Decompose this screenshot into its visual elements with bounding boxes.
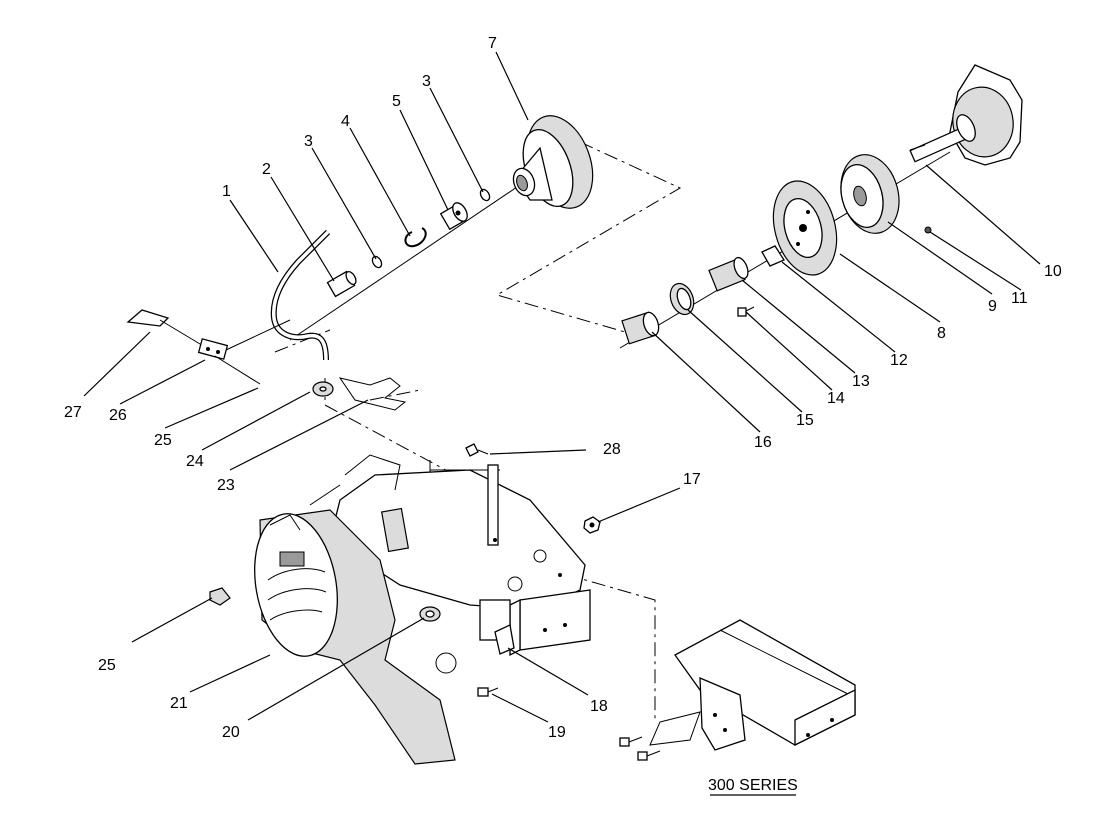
nut-17-part xyxy=(583,516,601,534)
inset-bolt-1 xyxy=(619,736,643,747)
callout-4: 4 xyxy=(341,113,350,130)
callout-21: 21 xyxy=(170,695,188,712)
callout-25b: 25 xyxy=(98,657,116,674)
callout-23: 23 xyxy=(217,477,235,494)
washer-24-part xyxy=(312,381,334,397)
bolt-28-part xyxy=(465,443,489,457)
key-part xyxy=(924,226,932,234)
lever-rod xyxy=(270,229,331,361)
ring-3a-part xyxy=(371,255,383,269)
callout-1: 1 xyxy=(222,183,231,200)
snap-ring-part xyxy=(404,227,427,248)
callout-17: 17 xyxy=(683,471,701,488)
series-label: 300 SERIES xyxy=(708,777,798,794)
ring-3b-part xyxy=(479,188,491,202)
callout-14: 14 xyxy=(827,390,845,407)
callout-10: 10 xyxy=(1044,263,1062,280)
collar-part xyxy=(439,202,468,231)
large-pulley-part xyxy=(512,115,594,209)
main-frame-part xyxy=(309,454,591,657)
cap-part xyxy=(435,652,457,674)
leader-lines xyxy=(83,51,1041,796)
callout-5: 5 xyxy=(392,93,401,110)
bracket-23-part xyxy=(338,377,407,411)
callout-2: 2 xyxy=(262,161,271,178)
callout-11: 11 xyxy=(1011,290,1028,307)
knob-25-part xyxy=(209,587,231,606)
callout-7: 7 xyxy=(488,35,497,52)
callout-3a: 3 xyxy=(304,133,313,150)
callout-19: 19 xyxy=(548,724,566,741)
drive-pulley-part xyxy=(840,154,900,234)
callout-13: 13 xyxy=(852,373,870,390)
callout-27: 27 xyxy=(64,404,82,421)
bearing-sleeve-part xyxy=(621,311,660,345)
shaft-axis-left xyxy=(289,184,521,341)
housing-chute-part xyxy=(254,509,456,765)
callout-26: 26 xyxy=(109,407,127,424)
screw-14-part xyxy=(737,306,755,317)
lever-rod-inner xyxy=(271,230,330,361)
bracket-18-part xyxy=(494,624,515,655)
linkage-part xyxy=(126,309,291,385)
callout-8: 8 xyxy=(937,325,946,342)
callout-20: 20 xyxy=(222,724,240,741)
sleeve-part xyxy=(708,256,749,292)
bracket-12-part xyxy=(761,245,785,267)
callout-18: 18 xyxy=(590,698,608,715)
callout-15: 15 xyxy=(796,412,814,429)
spacer-ring-part xyxy=(669,282,695,316)
washer-20-part xyxy=(419,606,441,622)
bushing-part xyxy=(326,270,357,298)
callout-3b: 3 xyxy=(422,73,431,90)
bolt-19-part xyxy=(477,687,499,697)
engine-housing-part xyxy=(909,64,1023,166)
series-300-bracket xyxy=(619,619,856,761)
clutch-disc-part xyxy=(772,180,838,276)
inset-bolt-2 xyxy=(637,750,661,761)
callout-9: 9 xyxy=(988,298,997,315)
callout-28: 28 xyxy=(603,441,621,458)
callout-24: 24 xyxy=(186,453,204,470)
callout-25a: 25 xyxy=(154,432,172,449)
callout-12: 12 xyxy=(890,352,908,369)
callout-16: 16 xyxy=(754,434,772,451)
callout-labels: 1 2 3 4 5 3 7 8 9 10 11 12 13 14 15 16 1… xyxy=(64,35,1062,794)
